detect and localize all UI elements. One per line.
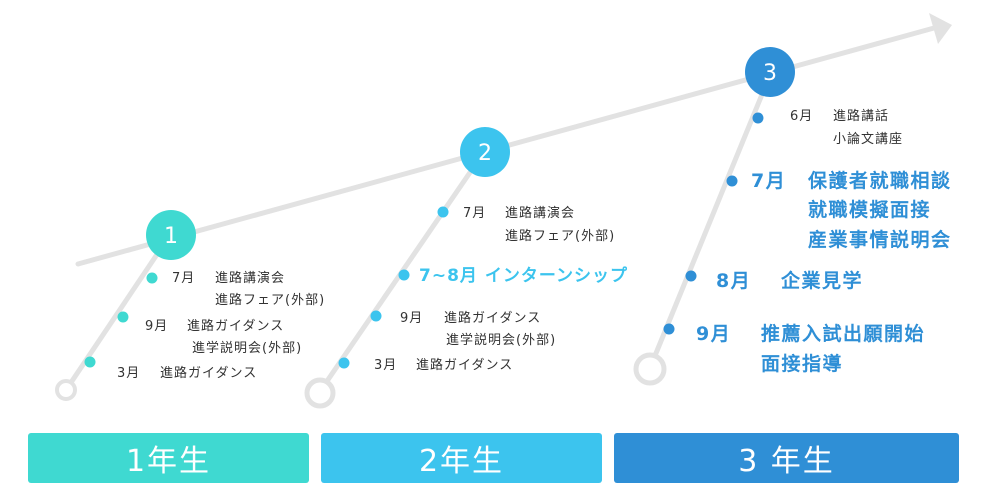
g3-e2-month: 7月 xyxy=(751,170,787,192)
g2-e1-line1: 進路講演会 xyxy=(505,206,576,221)
g3-e2-line3: 産業事情説明会 xyxy=(808,229,952,251)
g2-e3-line1: 進路ガイダンス xyxy=(444,311,542,326)
g3-e3-line1: 企業見学 xyxy=(781,270,864,292)
g1-e1-line2: 進路フェア(外部) xyxy=(215,293,326,308)
year-bar-3: 3 年生 xyxy=(614,433,959,483)
milestone-number-1: 1 xyxy=(164,224,178,249)
g1-e2-line2: 進学説明会(外部) xyxy=(192,341,303,356)
g3-e4-line1: 推薦入試出願開始 xyxy=(761,323,926,345)
g1-e2-month: 9月 xyxy=(145,319,169,334)
event-dot xyxy=(146,272,158,284)
g2-e4-line1: 進路ガイダンス xyxy=(416,358,514,373)
event-dot xyxy=(398,269,410,281)
g2-e3-line2: 進学説明会(外部) xyxy=(446,333,557,348)
g2-e4-month: 3月 xyxy=(374,358,398,373)
g2-e3-month: 9月 xyxy=(400,311,424,326)
event-dot xyxy=(370,310,382,322)
event-dot xyxy=(117,311,129,323)
g1-e2-line1: 進路ガイダンス xyxy=(187,319,285,334)
g1-e1-month: 7月 xyxy=(172,271,196,286)
milestone-number-3: 3 xyxy=(763,61,777,86)
g2-e1-line2: 進路フェア(外部) xyxy=(505,229,616,244)
event-dot xyxy=(437,206,449,218)
event-dot xyxy=(663,323,675,335)
event-dot xyxy=(752,112,764,124)
branch-line-2 xyxy=(320,149,487,390)
milestone-circle-2 xyxy=(460,127,510,177)
g3-e2-line1: 保護者就職相談 xyxy=(808,170,952,192)
g3-e4-month: 9月 xyxy=(696,323,732,345)
event-dot xyxy=(685,270,697,282)
g3-e1-line2: 小論文講座 xyxy=(833,132,904,147)
start-ring-1 xyxy=(55,379,77,401)
g3-e3-month: 8月 xyxy=(716,270,752,292)
event-dot xyxy=(726,175,738,187)
start-ring-2 xyxy=(304,377,336,409)
event-dot xyxy=(84,356,96,368)
event-dot xyxy=(338,357,350,369)
year-bar-2: 2年生 xyxy=(321,433,602,483)
g3-e1-month: 6月 xyxy=(790,109,814,124)
g1-e3-month: 3月 xyxy=(117,366,141,381)
g2-internship: 7~8月 インターンシップ xyxy=(419,266,628,286)
milestone-circle-1 xyxy=(146,210,196,260)
g2-e1-month: 7月 xyxy=(463,206,487,221)
branch-line-3 xyxy=(649,72,773,366)
g3-e2-line2: 就職模擬面接 xyxy=(808,199,932,221)
arrow-head-icon xyxy=(929,13,952,44)
g1-e1-line1: 進路講演会 xyxy=(215,271,286,286)
g3-e1-line1: 進路講話 xyxy=(833,109,890,124)
year-bar-1: 1年生 xyxy=(28,433,309,483)
milestone-number-2: 2 xyxy=(478,141,492,166)
start-ring-3 xyxy=(633,352,667,386)
g3-e4-line2: 面接指導 xyxy=(761,353,844,375)
milestone-circle-3 xyxy=(745,47,795,97)
g1-e3-line1: 進路ガイダンス xyxy=(160,366,258,381)
